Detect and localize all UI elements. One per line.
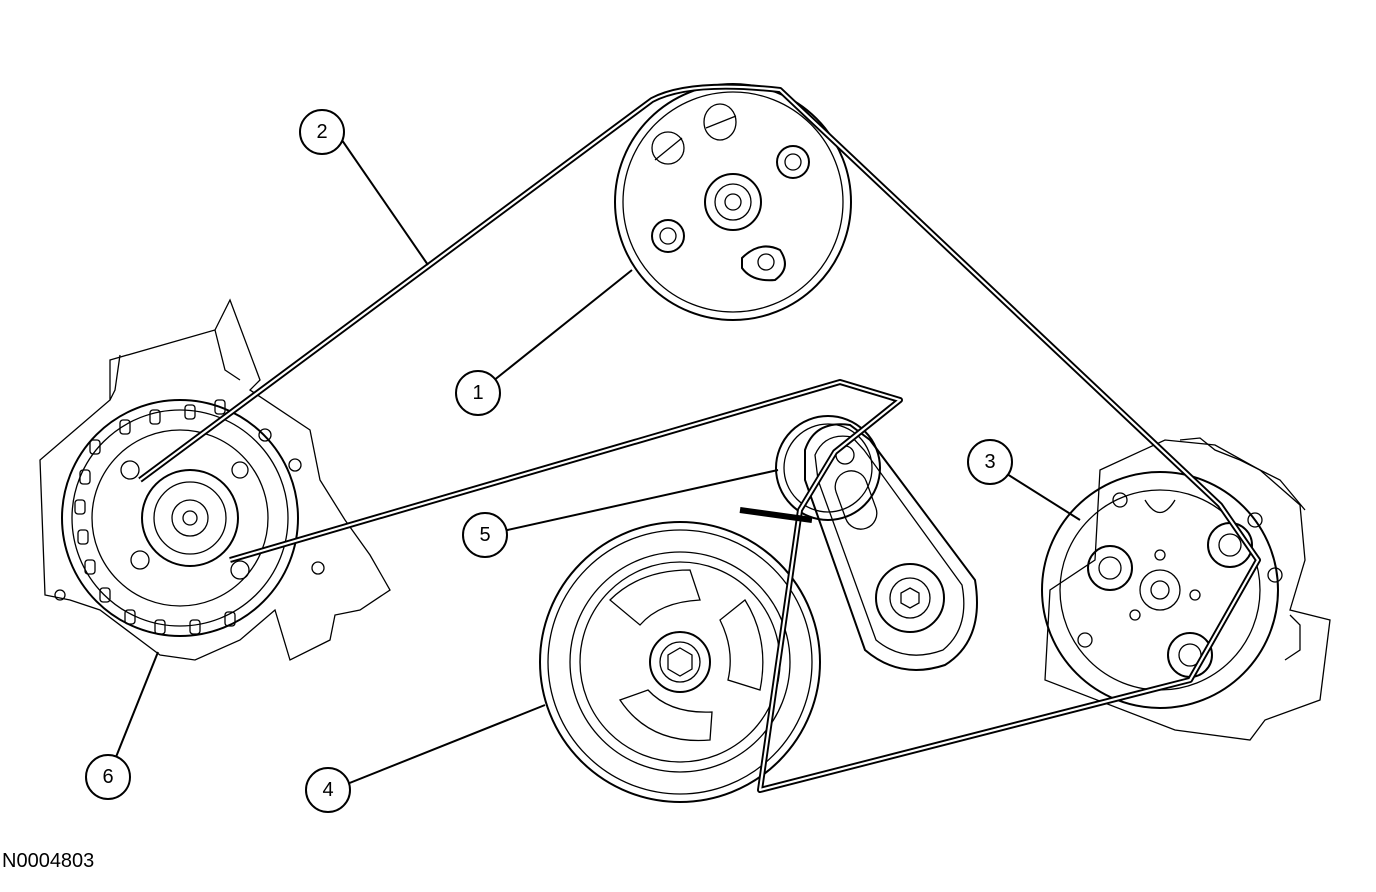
- ac-compressor: [1041, 437, 1331, 741]
- svg-text:1: 1: [472, 382, 483, 404]
- svg-text:4: 4: [322, 779, 333, 801]
- svg-text:6: 6: [102, 766, 113, 788]
- callout-3: 3: [967, 439, 1013, 485]
- callout-5: 5: [462, 512, 508, 558]
- power-steering-pulley: [614, 83, 852, 321]
- figure-code: N0004803: [2, 850, 95, 872]
- callout-4: 4: [305, 767, 351, 813]
- drive-belt: [138, 83, 1261, 793]
- svg-text:2: 2: [316, 121, 327, 143]
- generator: [39, 298, 391, 661]
- callout-2: 2: [299, 109, 345, 155]
- svg-text:5: 5: [479, 524, 490, 546]
- crankshaft-pulley: [539, 521, 821, 803]
- callout-leaders: [107, 129, 1081, 791]
- svg-text:3: 3: [984, 451, 995, 473]
- callout-6: 6: [85, 754, 131, 800]
- belt-tensioner: [775, 415, 978, 671]
- callout-1: 1: [455, 370, 501, 416]
